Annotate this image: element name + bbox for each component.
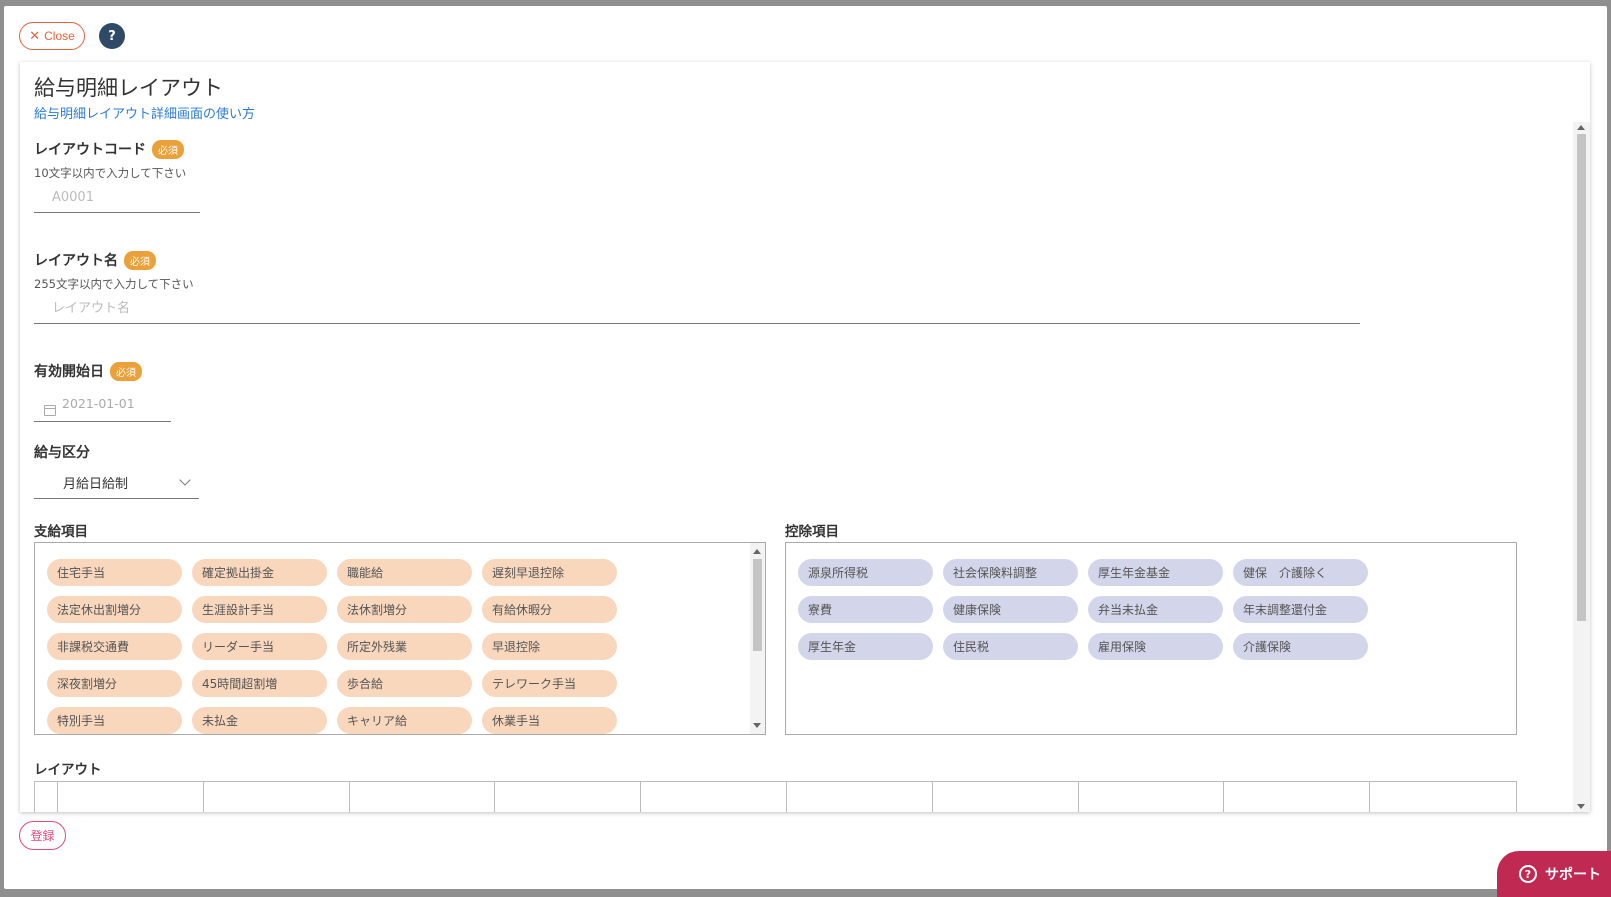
scroll-down-icon[interactable] [753, 723, 761, 728]
payment-item-chip[interactable]: 有給休暇分 [482, 596, 617, 623]
payment-item-chip[interactable]: 法休割増分 [337, 596, 472, 623]
scroll-down-icon[interactable] [1577, 804, 1585, 809]
deduction-item-chip[interactable]: 介護保険 [1233, 633, 1368, 660]
layout-label: レイアウト [34, 762, 102, 778]
scroll-up-icon[interactable] [753, 549, 761, 554]
payment-item-chip[interactable]: 45時間超割増 [192, 670, 327, 697]
register-button[interactable]: 登録 [19, 821, 66, 850]
support-button[interactable]: ? サポート [1497, 851, 1611, 897]
payment-item-chip[interactable]: 早退控除 [482, 633, 617, 660]
deduction-item-chip[interactable]: 寮費 [798, 596, 933, 623]
payment-items-box: 住宅手当確定拠出掛金職能給遅刻早退控除法定休出割増分生涯設計手当法休割増分有給休… [34, 542, 766, 735]
pay-type-value: 月給日給制 [63, 476, 129, 492]
payment-chip-list: 住宅手当確定拠出掛金職能給遅刻早退控除法定休出割増分生涯設計手当法休割増分有給休… [47, 559, 617, 734]
pay-type-label: 給与区分 [34, 445, 90, 461]
layout-name-hint: 255文字以内で入力して下さい [34, 277, 194, 291]
payment-item-chip[interactable]: 歩合給 [337, 670, 472, 697]
layout-cell[interactable] [1079, 782, 1224, 812]
layout-code-label: レイアウトコード 必須 [34, 139, 184, 159]
required-badge: 必須 [110, 361, 142, 381]
payment-items-scrollbar[interactable] [750, 543, 765, 734]
layout-name-label: レイアウト名 必須 [34, 250, 156, 270]
deduction-item-chip[interactable]: 住民税 [943, 633, 1078, 660]
panel-scrollbar[interactable] [1573, 122, 1590, 812]
deduction-item-chip[interactable]: 雇用保険 [1088, 633, 1223, 660]
layout-cell[interactable] [933, 782, 1079, 812]
deduction-item-chip[interactable]: 健保 介護除く [1233, 559, 1368, 586]
modal: ✕ Close ? 給与明細レイアウト 給与明細レイアウト詳細画面の使い方 レイ… [4, 6, 1607, 889]
layout-cell[interactable] [350, 782, 495, 812]
payment-item-chip[interactable]: 確定拠出掛金 [192, 559, 327, 586]
close-icon: ✕ [29, 28, 41, 43]
payment-item-chip[interactable]: 住宅手当 [47, 559, 182, 586]
payment-item-chip[interactable]: リーダー手当 [192, 633, 327, 660]
start-date-value: 2021-01-01 [62, 395, 135, 411]
payment-item-chip[interactable]: 職能給 [337, 559, 472, 586]
scroll-thumb[interactable] [1577, 134, 1586, 621]
layout-name-input[interactable] [34, 293, 1360, 324]
payment-item-chip[interactable]: 遅刻早退控除 [482, 559, 617, 586]
payment-item-chip[interactable]: 深夜割増分 [47, 670, 182, 697]
start-date-label: 有効開始日 必須 [34, 361, 142, 381]
layout-code-hint: 10文字以内で入力して下さい [34, 166, 187, 180]
pay-type-select[interactable]: 月給日給制 [34, 466, 199, 499]
chevron-down-icon [179, 474, 191, 486]
start-date-input[interactable]: 2021-01-01 [34, 391, 171, 422]
layout-form-panel: 給与明細レイアウト 給与明細レイアウト詳細画面の使い方 レイアウトコード 必須 … [20, 62, 1590, 812]
layout-cell[interactable] [641, 782, 787, 812]
layout-cell[interactable] [204, 782, 350, 812]
scroll-thumb[interactable] [753, 559, 762, 651]
calendar-icon [44, 404, 56, 416]
help-icon[interactable]: ? [99, 23, 125, 49]
deduction-items-label: 控除項目 [785, 524, 839, 540]
deduction-items-box: 源泉所得税社会保険料調整厚生年金基金健保 介護除く寮費健康保険弁当未払金年末調整… [785, 542, 1517, 735]
payment-item-chip[interactable]: 非課税交通費 [47, 633, 182, 660]
required-badge: 必須 [124, 250, 156, 270]
layout-cell[interactable] [1224, 782, 1370, 812]
payment-item-chip[interactable]: 法定休出割増分 [47, 596, 182, 623]
question-icon: ? [1519, 865, 1537, 883]
deduction-item-chip[interactable]: 厚生年金 [798, 633, 933, 660]
payment-item-chip[interactable]: 生涯設計手当 [192, 596, 327, 623]
deduction-item-chip[interactable]: 健康保険 [943, 596, 1078, 623]
scroll-up-icon[interactable] [1577, 125, 1585, 130]
payment-item-chip[interactable]: テレワーク手当 [482, 670, 617, 697]
page-title: 給与明細レイアウト [34, 76, 223, 100]
deduction-chip-list: 源泉所得税社会保険料調整厚生年金基金健保 介護除く寮費健康保険弁当未払金年末調整… [798, 559, 1368, 660]
close-button[interactable]: ✕ Close [19, 22, 85, 50]
payment-items-label: 支給項目 [34, 524, 88, 540]
payment-item-chip[interactable]: 休業手当 [482, 707, 617, 734]
deduction-item-chip[interactable]: 年末調整還付金 [1233, 596, 1368, 623]
layout-cell[interactable] [787, 782, 933, 812]
payment-item-chip[interactable]: 未払金 [192, 707, 327, 734]
layout-grid[interactable] [34, 781, 1517, 812]
layout-cell[interactable] [58, 782, 204, 812]
support-label: サポート [1545, 867, 1601, 883]
close-label: Close [44, 29, 75, 43]
payment-item-chip[interactable]: 所定外残業 [337, 633, 472, 660]
payment-item-chip[interactable]: 特別手当 [47, 707, 182, 734]
layout-cell[interactable] [495, 782, 641, 812]
deduction-item-chip[interactable]: 社会保険料調整 [943, 559, 1078, 586]
deduction-item-chip[interactable]: 源泉所得税 [798, 559, 933, 586]
deduction-item-chip[interactable]: 厚生年金基金 [1088, 559, 1223, 586]
layout-code-input[interactable] [34, 182, 200, 213]
help-link[interactable]: 給与明細レイアウト詳細画面の使い方 [34, 107, 256, 122]
layout-cell[interactable] [35, 782, 58, 812]
required-badge: 必須 [152, 139, 184, 159]
deduction-item-chip[interactable]: 弁当未払金 [1088, 596, 1223, 623]
payment-item-chip[interactable]: キャリア給 [337, 707, 472, 734]
